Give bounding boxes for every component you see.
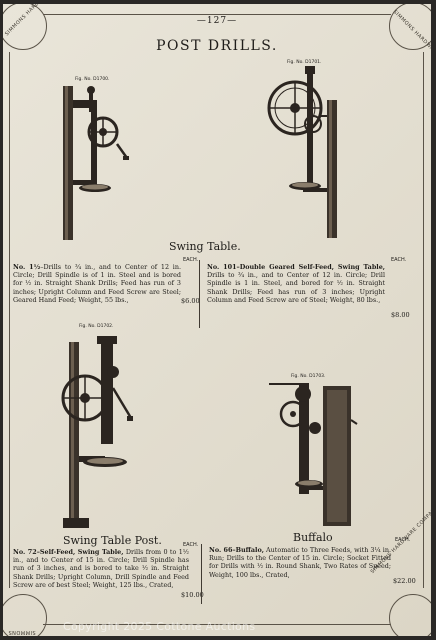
item-bold-4: –Buffalo,: [232, 546, 264, 554]
corner-ornament-bottom-right: SIMMONS HARDWARE COMPANY: [370, 505, 431, 636]
border-top: [43, 14, 391, 15]
item-price-2: $8.00: [391, 311, 410, 319]
item-number-4: No. 66: [209, 546, 233, 554]
border-right: [423, 52, 424, 588]
item-text-3: Drills from 0 to 1½ in., and to Center o…: [13, 548, 189, 589]
figure-number-3: Fig. No. D1702.: [79, 324, 114, 329]
corner-text-bottom-left: SIMMONS: [8, 629, 36, 635]
caption-buffalo: Buffalo: [293, 531, 333, 544]
item-description-2: No. 101–Double Geared Self-Feed, Swing T…: [207, 263, 385, 304]
post-drill-illustration-3: [61, 336, 133, 528]
item-price-4: $22.00: [393, 577, 416, 585]
item-description-3: No. 72–Self-Feed, Swing Table, Drills fr…: [13, 548, 189, 589]
item-text-4: Automatic to Three Feeds, with 3¼ in. Ru…: [209, 546, 391, 579]
figure-number-4: Fig. No. D1703.: [291, 374, 326, 379]
post-drill-illustration-2: [267, 66, 337, 238]
item-bold-3: –Self-Feed, Swing Table,: [36, 548, 124, 556]
item-number-1: No. 1½: [13, 263, 41, 271]
item-price-3: $10.00: [181, 591, 204, 599]
item-text-2: Drills to ¾ in., and to Center of 12 in.…: [207, 271, 385, 304]
border-left: [9, 52, 10, 588]
copyright-watermark: Copyright 2025 Cottone Auctions: [63, 620, 256, 633]
corner-ornament-top-right: SIMMONS HARDWARE COMPANY: [389, 4, 431, 79]
column-divider-top: [199, 260, 200, 328]
each-label-4: EACH.: [395, 537, 411, 543]
corner-ornament-bottom-left: SIMMONS: [3, 594, 47, 636]
item-description-1: No. 1½–Drills to ¾ in., and to Center of…: [13, 263, 181, 304]
caption-swing-table: Swing Table.: [169, 240, 241, 253]
corner-ornament-top-left: SIMMONS HARDWARE COMPANY: [3, 4, 74, 50]
figure-number-1: Fig. No. D1700.: [75, 77, 110, 82]
item-price-1: $6.00: [181, 297, 200, 305]
figure-number-2: Fig. No. D1701.: [287, 60, 322, 65]
each-label-2: EACH.: [391, 257, 407, 263]
catalog-page: SIMMONS HARDWARE COMPANY SIMMONS HARDWAR…: [3, 4, 431, 636]
border-bottom: [43, 624, 391, 625]
each-label-3: EACH.: [183, 542, 199, 548]
item-description-4: No. 66–Buffalo, Automatic to Three Feeds…: [209, 546, 391, 579]
item-text-1: –Drills to ¾ in., and to Center of 12 in…: [13, 263, 181, 304]
item-bold-2: –Double Geared Self-Feed, Swing Table,: [236, 263, 386, 271]
column-divider-bottom: [201, 544, 202, 604]
post-drill-illustration-4: [269, 383, 358, 526]
item-number-2: No. 101: [207, 263, 237, 271]
page-title: POST DRILLS.: [156, 38, 278, 54]
post-drill-illustration-1: [63, 86, 129, 240]
each-label-1: EACH.: [183, 257, 199, 263]
caption-swing-table-post: Swing Table Post.: [63, 534, 162, 547]
page-number: —127—: [196, 16, 238, 26]
item-number-3: No. 72: [13, 548, 37, 556]
